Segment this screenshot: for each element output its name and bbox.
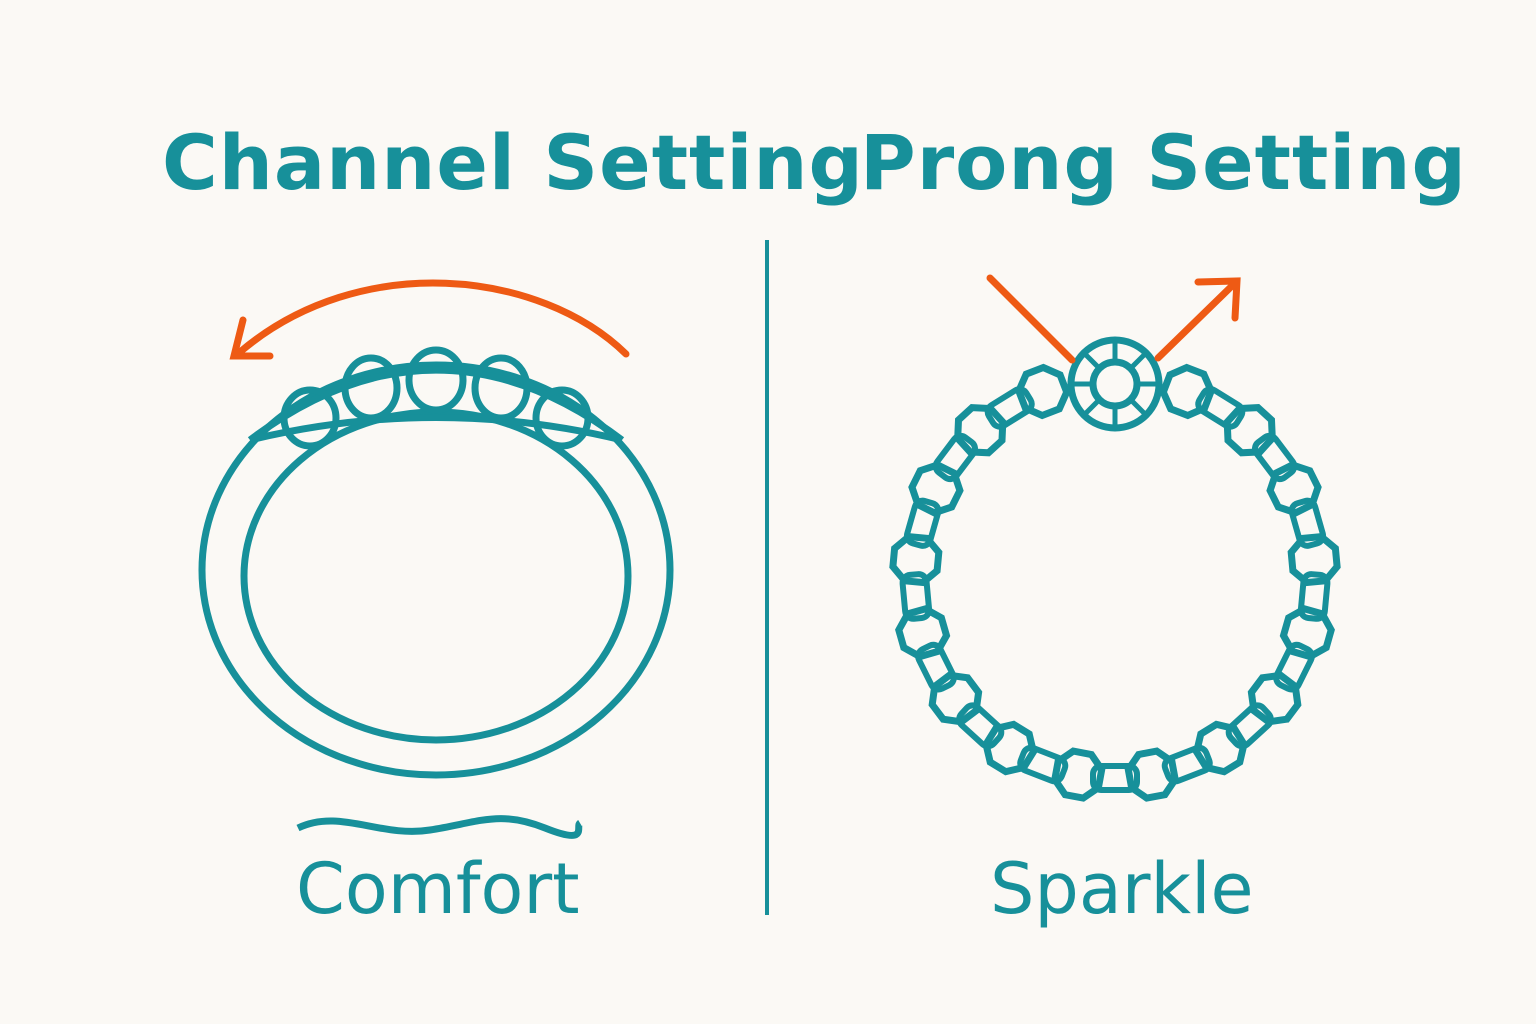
sparkle-arrows [986,274,1241,364]
channel-setting-title: Channel Setting [162,118,864,207]
center-stone-facet [1082,351,1102,371]
side-stone [1279,605,1335,661]
center-stone-facet [1082,397,1102,417]
prong-ring-illustration [889,336,1341,802]
prong [1297,571,1331,622]
channel-stone [405,346,467,414]
prong [899,571,933,622]
rotation-arrow-head [229,316,274,360]
prong [1225,702,1274,750]
side-stone [1266,461,1322,517]
center-stone-facet [1128,351,1148,371]
prong [915,641,957,693]
outgoing-light-arrow-head [1194,277,1241,322]
channel-ring-illustration [198,346,674,839]
channel-stone [280,386,340,450]
prong [984,386,1035,430]
side-stone [1015,363,1071,420]
side-stone [1247,671,1302,726]
prong [1288,497,1327,549]
prong [956,702,1005,750]
incoming-light-arrow [986,274,1076,364]
prong [1017,744,1069,785]
channel-stone [341,354,401,422]
prong [1195,386,1246,430]
prong [1251,432,1298,483]
prong [1161,744,1213,785]
side-stone [895,605,951,661]
side-stone [1223,404,1276,457]
prong [903,497,942,549]
channel-stone [532,386,592,450]
rotation-arrow-curve [236,279,630,358]
prong-setting-title: Prong Setting [860,118,1467,207]
side-stone [1124,747,1179,802]
prong [1090,763,1140,793]
rotation-arrow [229,279,630,360]
side-stone [1159,363,1215,420]
comfort-wave [296,815,583,839]
channel-band-inner-edge [249,414,623,444]
center-stone-facet [1128,397,1148,417]
side-stone [908,461,964,517]
side-stone [1287,532,1341,587]
side-stone [928,671,983,726]
side-stone [954,404,1007,457]
channel-ring-inner [240,408,632,744]
prong [1273,641,1315,693]
side-stone [889,532,943,587]
channel-ring-outer [198,361,674,779]
center-stone-table [1089,358,1141,410]
channel-stone [471,354,531,422]
side-stone [1192,720,1248,776]
sparkle-caption: Sparkle [990,848,1254,930]
side-stone [982,720,1038,776]
comfort-caption: Comfort [296,848,580,930]
channel-band-outer-edge [247,366,625,443]
outgoing-light-arrow [1154,278,1240,362]
side-stone [1051,747,1106,802]
prong [932,432,979,483]
